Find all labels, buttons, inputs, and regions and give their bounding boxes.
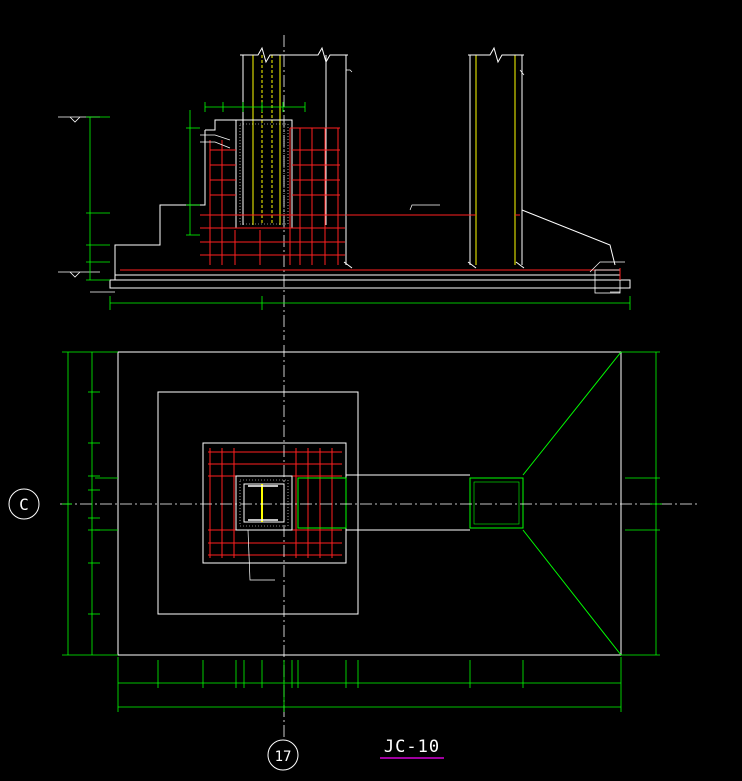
plan-tie-beam xyxy=(297,474,470,531)
plan-view xyxy=(60,345,700,740)
section-view xyxy=(58,35,631,340)
top-dimension-chain xyxy=(204,102,306,112)
rebar-grid-plan xyxy=(208,448,342,558)
left-dimension-chain xyxy=(86,110,200,281)
axis-number-label: 17 xyxy=(275,749,292,765)
drawing-title-block: JC-10 xyxy=(380,737,444,759)
plan-footing-outline xyxy=(117,351,622,656)
axis-bubble-c: C xyxy=(8,488,40,520)
plan-bottom-dimensions xyxy=(117,657,622,712)
plan-pedestal-outer xyxy=(157,391,359,615)
plan-column-cup xyxy=(235,475,293,531)
plan-left-dimensions xyxy=(62,351,118,656)
drawing-title: JC-10 xyxy=(384,737,440,757)
column-pedestal-left xyxy=(240,46,348,265)
axis-bubble-17: 17 xyxy=(267,739,299,771)
annotation-leaders xyxy=(200,69,625,293)
column-right xyxy=(343,46,616,269)
section-bottom-dimension xyxy=(109,296,631,310)
foundation-base xyxy=(109,268,631,294)
rebar-grid-section xyxy=(120,127,620,271)
plan-right-dimensions xyxy=(621,351,662,656)
plan-label-leader xyxy=(247,529,275,581)
plan-right-column xyxy=(469,351,622,656)
axis-letter-label: C xyxy=(19,495,29,514)
